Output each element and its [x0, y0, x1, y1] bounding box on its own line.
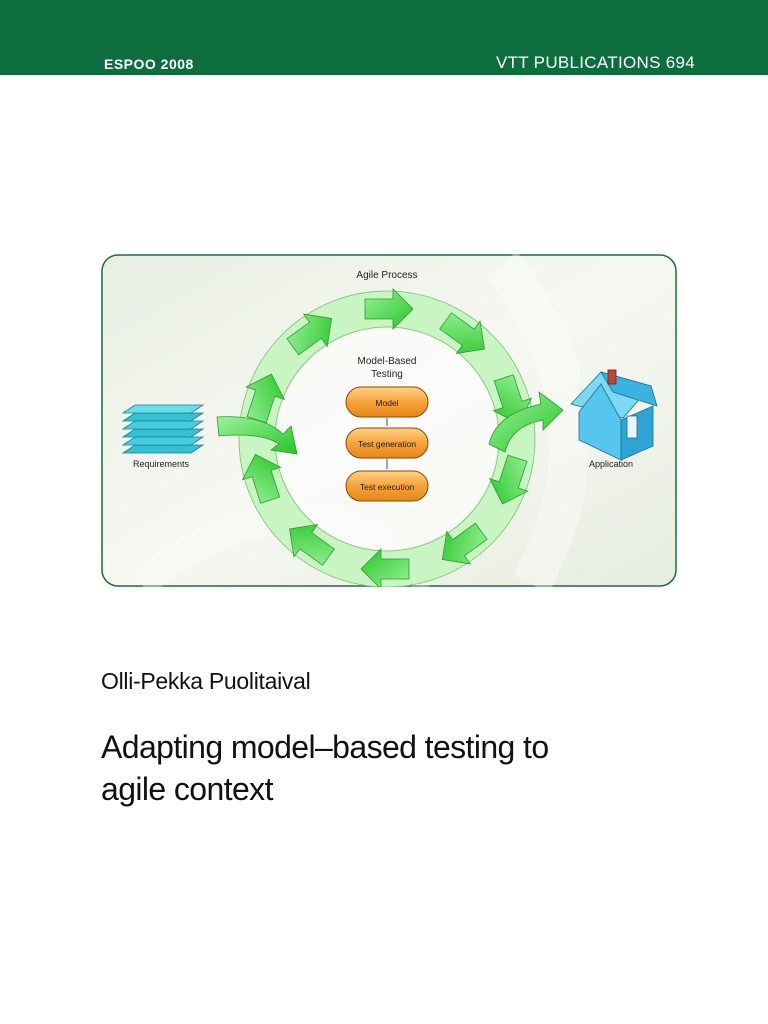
place-year: ESPOO 2008 — [104, 56, 194, 72]
step-test-execution-label: Test execution — [360, 482, 415, 492]
agile-process-label: Agile Process — [356, 270, 417, 281]
cycle-arrow — [488, 454, 529, 505]
requirements-label: Requirements — [133, 459, 190, 469]
mbt-label-line1: Model-Based — [358, 356, 417, 367]
requirements-in-arrow — [216, 416, 298, 455]
step-model: Model — [345, 386, 429, 418]
cycle-arrow — [364, 288, 414, 330]
requirements-icon — [121, 404, 205, 454]
cycle-arrow — [245, 373, 286, 424]
step-test-generation-label: Test generation — [358, 439, 416, 449]
step-test-generation: Test generation — [345, 427, 429, 459]
series-number: VTT PUBLICATIONS 694 — [495, 53, 695, 72]
application-house-icon — [570, 369, 658, 461]
agile-mbt-diagram: Agile Process Model-Based Testing Model … — [101, 254, 677, 587]
step-model-label: Model — [375, 398, 398, 408]
title-line-1: Adapting model–based testing to — [101, 729, 549, 765]
cycle-arrow — [289, 523, 335, 566]
application-out-arrow — [488, 391, 564, 453]
header-bar — [0, 0, 768, 75]
cover-figure: Agile Process Model-Based Testing Model … — [101, 254, 677, 587]
step-test-execution: Test execution — [345, 470, 429, 502]
cycle-arrow — [360, 548, 410, 587]
mbt-label-line2: Testing — [371, 369, 403, 380]
cycle-arrow — [439, 312, 485, 355]
cycle-arrow — [241, 453, 282, 504]
author-name: Olli-Pekka Puolitaival — [101, 668, 311, 694]
application-label: Application — [589, 459, 633, 469]
title-line-2: agile context — [101, 771, 273, 807]
cycle-arrow — [286, 313, 333, 356]
cycle-arrows — [241, 288, 533, 587]
publication-title: Adapting model–based testing to agile co… — [101, 726, 701, 810]
cycle-arrow — [441, 522, 488, 565]
